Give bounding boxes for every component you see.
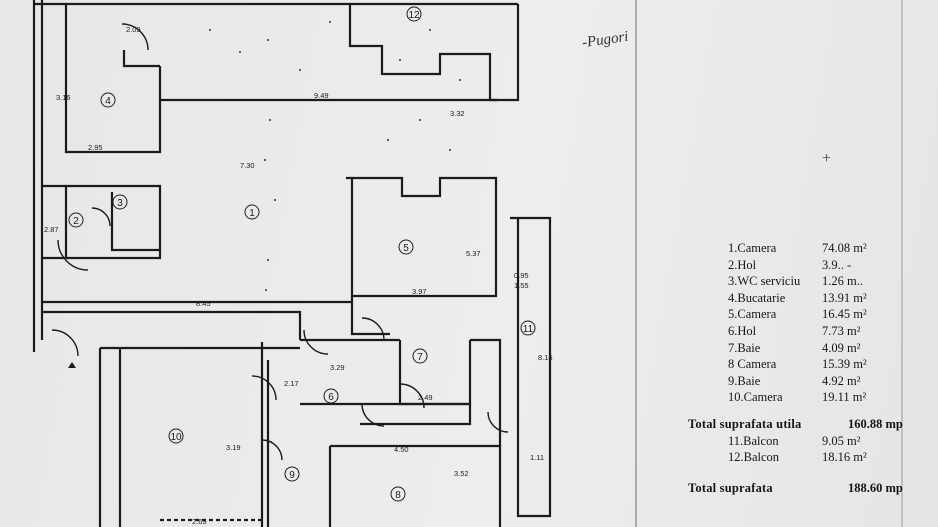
balcony-name: 11.Balcon <box>728 433 779 448</box>
legend-row: 6.Hol 7.73 m² <box>688 323 928 340</box>
room-area: 15.39 m² <box>822 357 867 372</box>
balcony-area: 9.05 m² <box>822 433 861 448</box>
room-area: 1.26 m.. <box>822 274 863 289</box>
dim-label: 3.19 <box>226 443 241 452</box>
room-area: 7.73 m² <box>822 323 861 338</box>
total-row: Total suprafata 188.60 mp <box>688 480 928 497</box>
room-label-10: 10 <box>170 432 182 443</box>
total-useful-value: 160.88 mp <box>848 416 903 431</box>
room-name: 1.Camera <box>728 241 777 255</box>
dim-label: 9.49 <box>314 91 329 100</box>
total-label: Total suprafata <box>688 480 773 495</box>
dim-label: 8.15 <box>538 353 553 362</box>
room-label-6: 6 <box>328 392 334 403</box>
dim-label: 2.69 <box>192 517 207 526</box>
dim-label: 2.95 <box>88 143 103 152</box>
legend-row: 3.WC serviciu 1.26 m.. <box>688 273 928 290</box>
total-useful-label: Total suprafata utila <box>688 416 802 431</box>
balcony-name: 12.Balcon <box>728 450 780 465</box>
room-area: 74.08 m² <box>822 241 867 255</box>
legend-row: 9.Baie 4.92 m² <box>688 373 928 390</box>
dim-label: 3.32 <box>450 109 465 118</box>
room-area: 13.91 m² <box>822 290 867 305</box>
dim-label: 4.50 <box>394 445 409 454</box>
legend-row: 10.Camera 19.11 m² <box>688 389 928 406</box>
cross-mark: + <box>822 150 832 167</box>
dim-label: 8.45 <box>196 299 211 308</box>
legend-row: 7.Baie 4.09 m² <box>688 340 928 357</box>
legend-row: 4.Bucatarie 13.91 m² <box>688 290 928 307</box>
dim-label: 2.49 <box>418 393 433 402</box>
room-area: 4.92 m² <box>822 373 861 388</box>
area-legend: 1.Camera 74.08 m² 2.Hol 3.9.. - 3.WC ser… <box>688 240 928 496</box>
dim-label: 3.29 <box>330 363 345 372</box>
dim-label: 2.87 <box>44 225 59 234</box>
room-area: 4.09 m² <box>822 340 861 355</box>
legend-row: 11.Balcon 9.05 m² <box>688 433 928 450</box>
dim-label: 0.95 <box>514 271 529 280</box>
room-label-2: 2 <box>73 216 79 227</box>
room-label-11: 11 <box>523 324 534 335</box>
room-area: 16.45 m² <box>822 307 867 322</box>
door-swings <box>51 23 509 461</box>
room-name: 2.Hol <box>728 257 757 272</box>
room-markers <box>68 6 536 502</box>
room-name: 6.Hol <box>728 323 757 338</box>
room-label-8: 8 <box>395 490 401 501</box>
dim-label: 1.55 <box>514 281 529 290</box>
balcony-area: 18.16 m² <box>822 450 867 465</box>
room-label-3: 3 <box>117 198 123 209</box>
legend-row: 5.Camera 16.45 m² <box>688 306 928 323</box>
total-useful-row: Total suprafata utila 160.88 mp <box>688 416 928 433</box>
room-name: 7.Baie <box>728 340 761 355</box>
room-label-9: 9 <box>289 470 295 481</box>
legend-row: 2.Hol 3.9.. - <box>688 257 928 274</box>
room-name: 4.Bucatarie <box>728 290 786 305</box>
room-name: 3.WC serviciu <box>728 274 801 289</box>
dim-label: 5.37 <box>466 249 481 258</box>
room-label-7: 7 <box>417 352 423 363</box>
dim-label: 2.17 <box>284 379 299 388</box>
dim-label: 3.52 <box>454 469 469 478</box>
dim-label: 3.97 <box>412 287 427 296</box>
legend-row: 1.Camera 74.08 m² <box>688 240 928 257</box>
legend-row: 12.Balcon 18.16 m² <box>688 449 928 466</box>
total-value: 188.60 mp <box>848 480 903 495</box>
legend-row: 8 Camera 15.39 m² <box>688 356 928 373</box>
room-label-12: 12 <box>408 10 420 21</box>
room-name: 9.Baie <box>728 373 761 388</box>
plan-speckle <box>209 21 461 291</box>
dim-label: 1.11 <box>530 453 544 462</box>
room-name: 10.Camera <box>728 390 783 405</box>
room-area: 19.11 m² <box>822 390 867 405</box>
dim-label: 3.16 <box>56 93 71 102</box>
room-label-1: 1 <box>249 208 255 219</box>
entrance-arrow <box>68 362 76 368</box>
dim-label: 2.09 <box>126 25 141 34</box>
plan-walls <box>32 0 552 527</box>
room-name: 5.Camera <box>728 307 777 322</box>
room-label-5: 5 <box>403 243 409 254</box>
room-label-4: 4 <box>105 96 111 107</box>
dim-label: 7.30 <box>240 161 255 170</box>
room-area: 3.9.. - <box>822 257 852 272</box>
room-name: 8 Camera <box>728 357 777 372</box>
